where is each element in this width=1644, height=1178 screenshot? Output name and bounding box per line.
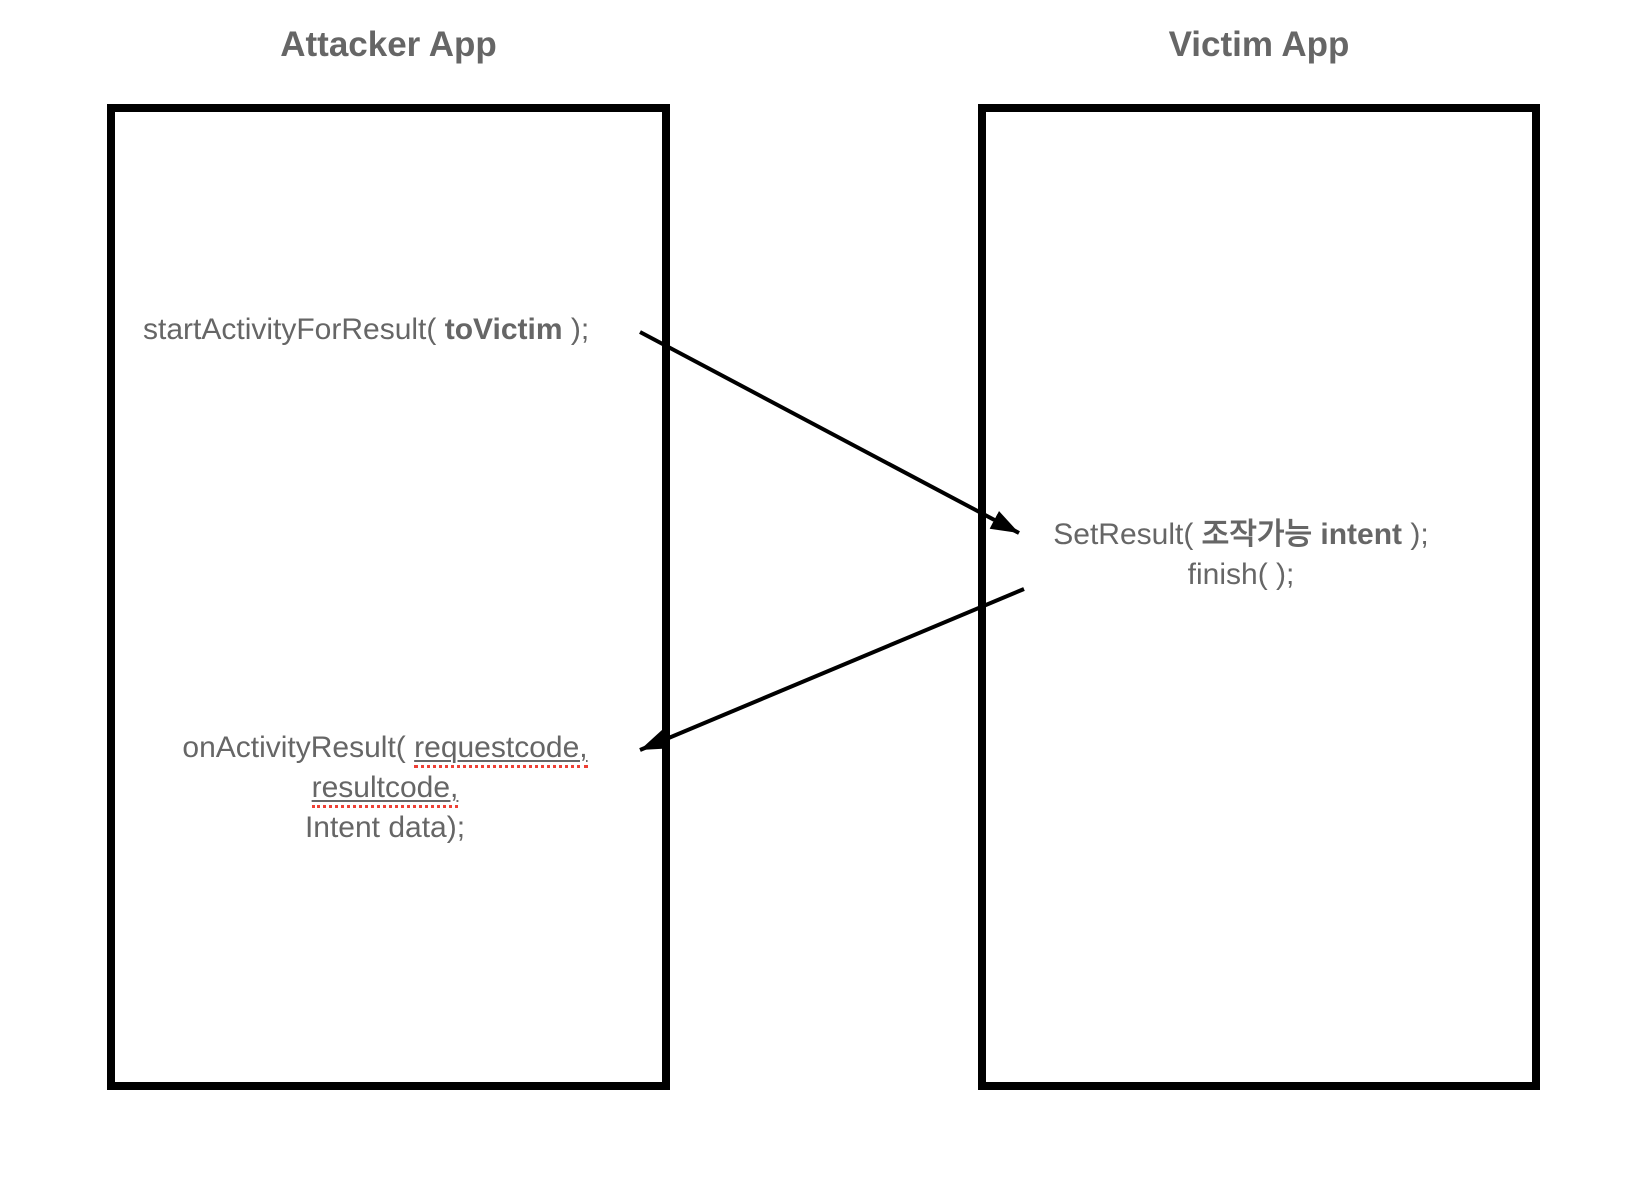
resultcode-spellcheck: resultcode, [311, 771, 459, 808]
set-result-line: SetResult( 조작가능 intent ); [1041, 515, 1441, 555]
on-result-line-3: Intent data); [304, 811, 466, 844]
requestcode-spellcheck: requestcode, [414, 731, 588, 768]
start-call-prefix: startActivityForResult( [143, 313, 445, 346]
attacker-app-title: Attacker App [280, 25, 497, 64]
resultcode-arg: resultcode, [311, 771, 459, 804]
on-activity-result-callback: onActivityResult( requestcode, resultcod… [155, 728, 615, 848]
set-result-suffix: ); [1402, 518, 1429, 551]
start-activity-call: startActivityForResult( toVictim ); [143, 310, 589, 350]
victim-app-title: Victim App [1168, 25, 1350, 64]
on-result-line-2: resultcode, [155, 768, 615, 808]
finish-call-line: finish( ); [1187, 558, 1295, 591]
set-result-prefix: SetResult( [1053, 518, 1202, 551]
requestcode-arg: requestcode, [414, 731, 588, 764]
attacker-app-box [107, 104, 670, 1090]
set-result-call: SetResult( 조작가능 intent ); finish( ); [1041, 515, 1441, 595]
set-result-intent-arg: 조작가능 intent [1201, 518, 1403, 551]
start-call-suffix: ); [562, 313, 590, 346]
result-return-arrow [639, 587, 1025, 752]
on-result-line-1: onActivityResult( requestcode, [155, 728, 615, 768]
start-call-intent-arg: toVictim [444, 313, 563, 346]
victim-app-box [978, 104, 1540, 1090]
on-result-prefix: onActivityResult( [182, 731, 415, 764]
start-activity-arrow [639, 330, 1020, 535]
